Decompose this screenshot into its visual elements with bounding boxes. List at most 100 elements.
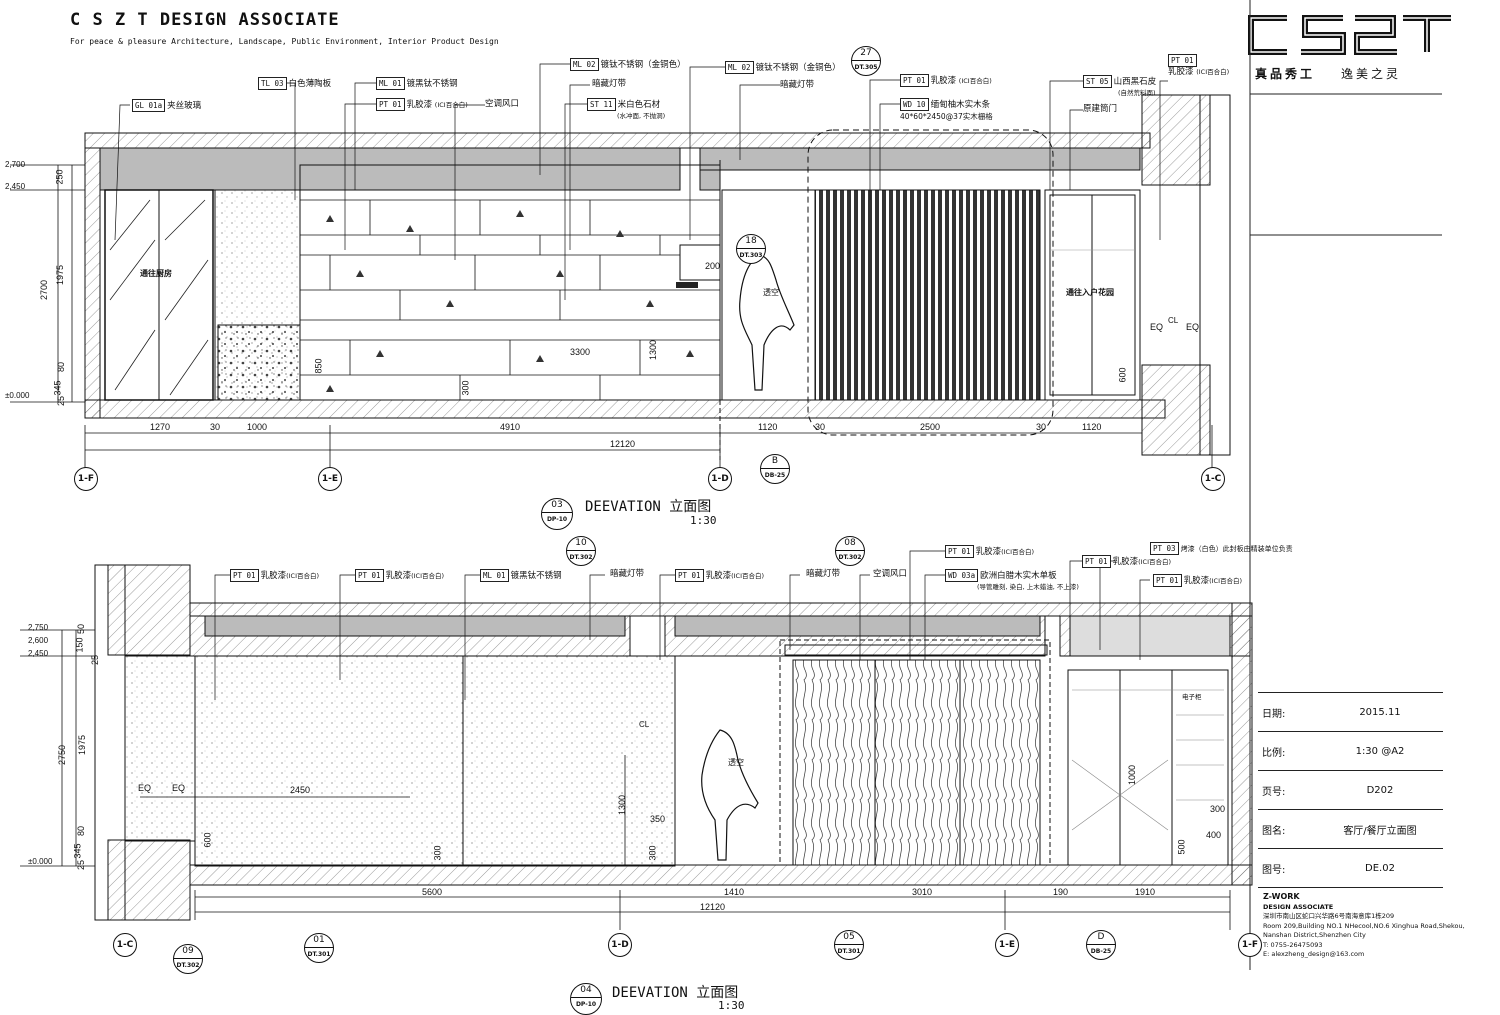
firm-address-en2: Nanshan District,Shenzhen City (1263, 931, 1366, 939)
upper-bdim-7: 30 (1036, 422, 1047, 432)
upper-level-1: 2,450 (5, 182, 26, 191)
upper-vdim-3: 80 (56, 361, 67, 373)
firm-phone: T: 0755-26475093 (1263, 940, 1323, 949)
upper-idim-8: EQ (1186, 322, 1200, 332)
lower-note-0: 透空 (728, 758, 744, 767)
firm-email: E: alexzheng_design@163.com (1263, 950, 1365, 958)
upper-total-dim: 12120 (610, 439, 636, 449)
firm-title: C S Z T DESIGN ASSOCIATE (70, 10, 340, 30)
lower-idim-11: 400 (1206, 830, 1222, 840)
lower-level-1: 2,600 (28, 636, 49, 645)
firm-address-en1: Room 209,Building NO.1 NHecool,NO.6 Xing… (1263, 921, 1465, 930)
lower-vdim-1: 50 (76, 623, 87, 635)
lower-bdim-1: 1410 (724, 887, 745, 897)
upper-idim-6: EQ (1150, 322, 1164, 332)
upper-idim-1: 3300 (570, 347, 591, 357)
lower-idim-8: 300 (647, 845, 658, 861)
firm-tagline: For peace & pleasure Architecture, Lands… (70, 37, 499, 46)
tb-row-number: 图号:DE.02 (1258, 849, 1443, 888)
lower-grid-1f: 1-F (1238, 933, 1262, 957)
upper-note-2: 通往入户花园 (1066, 288, 1114, 297)
lower-bdim-4: 1910 (1135, 887, 1156, 897)
upper-idim-0: 200 (705, 261, 721, 271)
firm-address-cn: 深圳市南山区蛇口兴华路6号南海意库1栋209 (1263, 912, 1395, 920)
slogan-right: 逸美之灵 (1341, 67, 1402, 81)
title-block: 日期:2015.11 比例:1:30 @A2 页号:D202 图名:客厅/餐厅立… (1258, 692, 1443, 888)
upper-bdim-6: 2500 (920, 422, 941, 432)
lower-idim-10: 300 (1210, 804, 1226, 814)
upper-bdim-8: 1120 (1082, 422, 1102, 432)
upper-note-1: 透空 (763, 288, 779, 297)
upper-caption-scale: 1:30 (690, 514, 717, 527)
cszt-logo (1248, 15, 1451, 55)
lower-vdim-0: 150 (74, 637, 85, 653)
upper-vdim-4: 345 (52, 380, 63, 396)
upper-bdim-5: 30 (815, 422, 826, 432)
upper-ann-6: 暗藏灯带 (592, 79, 627, 89)
lower-note-1: 电子柜 (1182, 693, 1202, 701)
lower-idim-5: CL (639, 720, 650, 729)
upper-note-0: 通往厨房 (140, 269, 172, 278)
upper-bdim-3: 4910 (500, 422, 521, 432)
lower-idim-2: 2450 (290, 785, 311, 795)
lower-total-dim: 12120 (700, 902, 726, 912)
lower-idim-0: EQ (138, 783, 152, 793)
upper-grid-1e: 1-E (318, 467, 342, 491)
upper-idim-4: 300 (460, 380, 471, 396)
upper-vdim-2: 1975 (55, 264, 66, 286)
lower-level-2: 2,450 (28, 649, 49, 658)
lower-vdim-2: 25 (90, 654, 101, 666)
stone-speckle (326, 210, 694, 392)
tb-row-name: 图名:客厅/餐厅立面图 (1258, 810, 1443, 849)
lower-grid-1c: 1-C (113, 933, 137, 957)
upper-idim-3: 850 (313, 358, 324, 374)
tb-row-page: 页号:D202 (1258, 771, 1443, 810)
lower-idim-9: 1000 (1127, 764, 1138, 786)
lower-ann-3: 暗藏灯带 (610, 569, 645, 579)
slogan-left: 真品秀工 (1255, 67, 1316, 81)
lower-bdim-0: 5600 (422, 887, 443, 897)
lower-idim-4: 300 (432, 845, 443, 861)
lower-elevation (20, 550, 1253, 930)
lower-ann-5: 暗藏灯带 (806, 569, 841, 579)
upper-level-0: 2,700 (5, 160, 26, 169)
lower-vdim-6: 345 (72, 843, 83, 859)
upper-bdim-0: 1270 (150, 422, 171, 432)
upper-idim-5: 600 (1117, 367, 1128, 383)
upper-caption-title: DEEVATION 立面图 (585, 499, 712, 515)
lower-vdim-5: 80 (76, 825, 87, 837)
upper-vdim-0: 250 (54, 169, 65, 185)
upper-level-2: ±0.000 (5, 391, 30, 400)
lower-idim-7: 350 (650, 814, 666, 824)
lower-ann-6: 空调风口 (873, 569, 908, 579)
firm-info: Z-WORK DESIGN ASSOCIATE 深圳市南山区蛇口兴华路6号南海意… (1263, 892, 1465, 960)
tb-row-date: 日期:2015.11 (1258, 693, 1443, 732)
firm-name: Z-WORK (1263, 892, 1300, 901)
upper-elevation (10, 63, 1231, 470)
upper-vdim-5: 25 (56, 395, 67, 407)
upper-bdim-4: 1120 (758, 422, 778, 432)
lower-vdim-7: 25 (76, 859, 87, 871)
upper-bdim-1: 30 (210, 422, 221, 432)
lower-vdim-4: 1975 (77, 734, 88, 756)
